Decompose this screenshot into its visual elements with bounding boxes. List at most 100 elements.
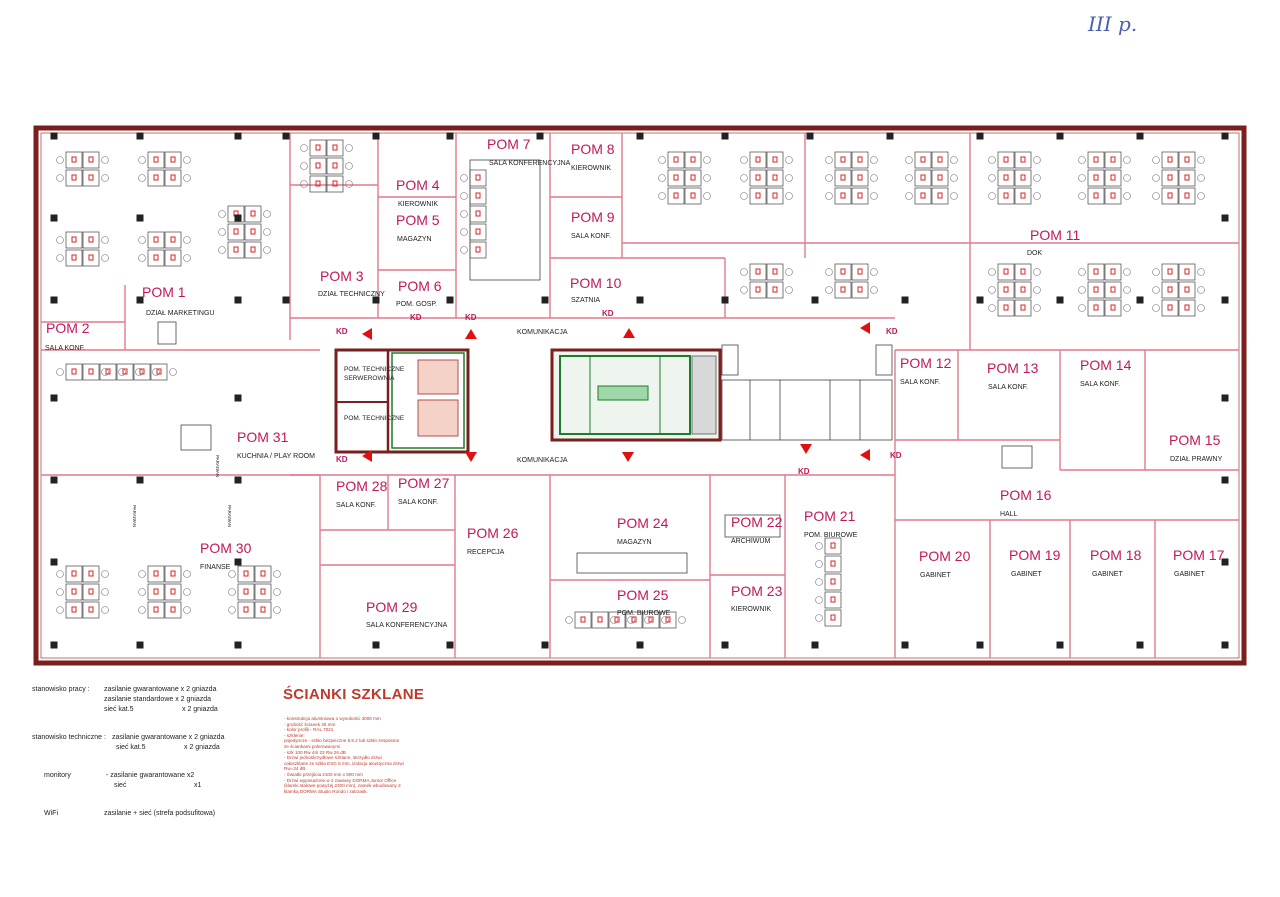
chair <box>56 254 64 262</box>
desk <box>116 363 134 381</box>
entry-arrow <box>860 449 870 461</box>
chair <box>1078 156 1086 164</box>
outlet <box>1020 304 1026 311</box>
desk <box>1087 263 1105 281</box>
column <box>234 296 242 304</box>
outlet <box>1184 268 1190 275</box>
outlet <box>631 616 637 623</box>
desk <box>749 151 767 169</box>
column <box>234 558 242 566</box>
chair <box>183 174 191 182</box>
outlet <box>857 192 863 199</box>
room-number: POM 29 <box>366 599 418 615</box>
chair <box>345 144 353 152</box>
room-number: POM 7 <box>487 136 531 152</box>
chair <box>273 570 281 578</box>
column <box>901 641 909 649</box>
room-description: POM. BIUROWE <box>617 610 671 617</box>
desk <box>1014 299 1032 317</box>
chair <box>815 614 823 622</box>
column <box>50 296 58 304</box>
glass-note: - szk 100 Rw 44/ 23 Rw 26 dB <box>284 749 346 755</box>
chair <box>740 192 748 200</box>
desk <box>574 611 592 629</box>
desk <box>749 169 767 187</box>
chair <box>825 192 833 200</box>
desk <box>851 281 869 299</box>
column <box>136 132 144 140</box>
room-description: SALA KONF. <box>1080 381 1120 388</box>
outlet <box>1110 156 1116 163</box>
desk <box>65 583 83 601</box>
column <box>886 132 894 140</box>
chair <box>785 192 793 200</box>
column <box>636 641 644 649</box>
desk <box>997 299 1015 317</box>
chair <box>101 368 109 376</box>
desk <box>591 611 609 629</box>
chair <box>988 304 996 312</box>
outlet <box>233 228 239 235</box>
room-description: RECEPCJA <box>467 549 505 556</box>
structural-columns <box>50 132 1229 649</box>
desk <box>326 175 344 193</box>
glass-note: - kolor profili - RAL 7021 <box>284 727 334 733</box>
room-number: POM 22 <box>731 514 783 530</box>
chair <box>740 286 748 294</box>
column <box>50 132 58 140</box>
glass-walls-title: ŚCIANKI SZKLANE <box>283 686 425 703</box>
room-number: POM 30 <box>200 540 252 556</box>
room-number: POM 14 <box>1080 357 1132 373</box>
desk <box>625 611 643 629</box>
outlet <box>673 156 679 163</box>
room-number: POM 9 <box>571 209 615 225</box>
outlet <box>830 578 836 585</box>
desk <box>1178 187 1196 205</box>
chair <box>740 268 748 276</box>
corridor-label-top: KOMUNIKACJA <box>517 329 568 336</box>
desk <box>164 169 182 187</box>
chair <box>1197 304 1205 312</box>
outlet <box>1184 156 1190 163</box>
outlet <box>830 542 836 549</box>
outlet <box>1020 286 1026 293</box>
chair <box>1197 192 1205 200</box>
outlet <box>1110 286 1116 293</box>
chair <box>1078 174 1086 182</box>
outlet <box>250 210 256 217</box>
chair <box>273 606 281 614</box>
chair <box>988 156 996 164</box>
desk <box>834 187 852 205</box>
column <box>446 296 454 304</box>
legend-monitors-label: monitory <box>44 772 71 779</box>
outlet <box>153 156 159 163</box>
outlet <box>332 162 338 169</box>
desk <box>1161 169 1179 187</box>
outlet <box>243 606 249 613</box>
desk <box>1104 151 1122 169</box>
chair <box>825 286 833 294</box>
chair <box>870 156 878 164</box>
chair <box>218 210 226 218</box>
desk <box>1178 299 1196 317</box>
outlet <box>1167 192 1173 199</box>
glass-note: - Drzwi wyposażone w 2 zawiasy DORMA Jun… <box>284 777 397 783</box>
chair <box>785 286 793 294</box>
outlet <box>1167 268 1173 275</box>
room-number: POM 20 <box>919 548 971 564</box>
chair <box>1152 192 1160 200</box>
outlet <box>315 180 321 187</box>
desk <box>65 601 83 619</box>
column <box>446 132 454 140</box>
outlet <box>772 174 778 181</box>
chair <box>101 254 109 262</box>
column <box>282 296 290 304</box>
screen-label: PARAWAN <box>132 505 137 527</box>
outlet <box>673 174 679 181</box>
chair <box>950 174 958 182</box>
chair <box>1033 192 1041 200</box>
desk <box>684 187 702 205</box>
outlet <box>857 268 863 275</box>
chair <box>1197 174 1205 182</box>
